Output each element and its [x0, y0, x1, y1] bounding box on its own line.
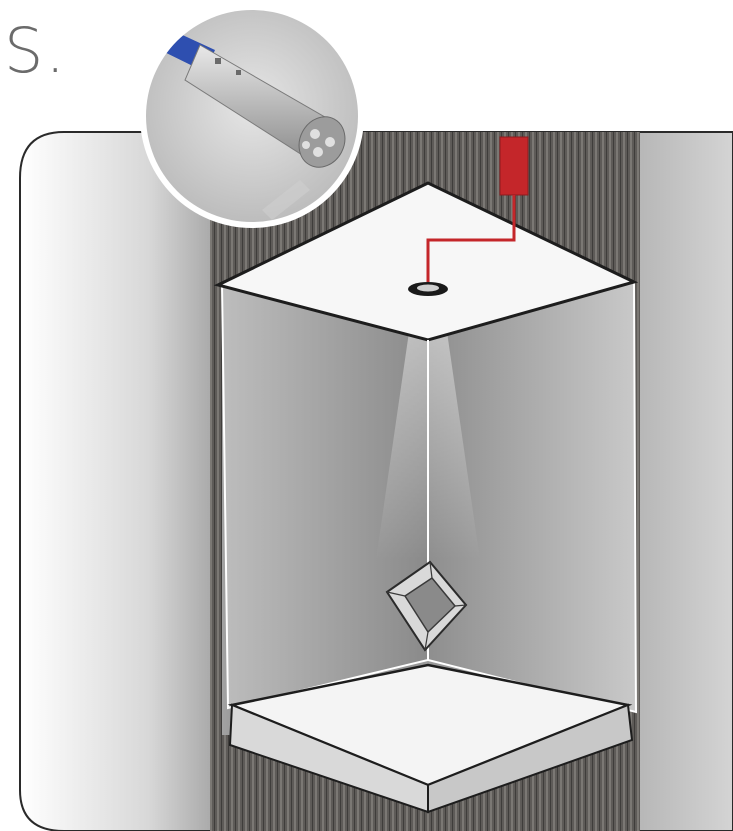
wood-frame-left [210, 132, 222, 831]
power-driver-icon [500, 137, 528, 195]
